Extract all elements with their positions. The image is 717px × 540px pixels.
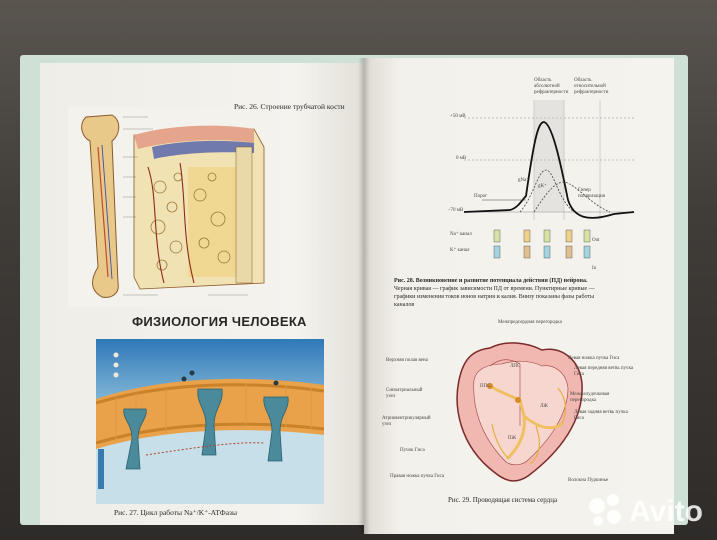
label-av-node: Атриовентрикулярный узел	[382, 416, 431, 427]
label-lzh: ЛЖ	[540, 404, 548, 409]
label-zero: 0 мВ	[456, 156, 467, 161]
label-k-channel: K⁺ канал	[450, 248, 470, 253]
label-plus50: +50 мВ	[450, 114, 466, 119]
label-minus70: –70 мВ	[448, 208, 464, 213]
fig29-caption: Рис. 29. Проводящая система сердца	[448, 496, 558, 504]
label-abs-refractory: Область абсолютной рефрактерности	[534, 78, 569, 95]
bone-structure-figure	[68, 107, 268, 307]
action-potential-graph	[464, 100, 635, 259]
heart-conduction-figure	[456, 342, 583, 482]
label-pzh: ПЖ	[508, 436, 517, 441]
avito-watermark: Avito	[589, 494, 703, 530]
book-gutter	[358, 58, 370, 534]
fig28-caption-title: Рис. 28. Возникновение и развитие потенц…	[394, 278, 588, 284]
label-in: In	[592, 266, 597, 271]
label-gk: gK⁺	[538, 184, 547, 189]
label-sa-node: Синоатриальный узел	[386, 388, 423, 399]
label-hyperpolarization: Гипер поляризация	[578, 188, 605, 199]
fig27-caption: Рис. 27. Цикл работы Na⁺/K⁺-АТФазы	[114, 508, 238, 517]
label-purkinje: Волокна Пуркинье	[568, 478, 609, 483]
atpase-figure	[96, 339, 324, 504]
section-title: ФИЗИОЛОГИЯ ЧЕЛОВЕКА	[132, 314, 307, 329]
label-interventricular-septum: Межжелудочковая перегородка	[570, 392, 610, 403]
avito-logo-icon	[589, 494, 625, 530]
label-left-leg: Левая ножка пучка Гиса	[568, 356, 620, 361]
label-threshold: Порог	[474, 194, 488, 199]
fig28-caption-line2: Черная кривая — график зависимости ПД от…	[394, 286, 595, 292]
label-na-channel: Na⁺ канал	[450, 232, 472, 237]
avito-text: Avito	[629, 495, 703, 528]
label-gna: gNa⁺	[518, 178, 529, 183]
label-svc: Верхняя полая вена	[386, 358, 428, 363]
label-left-front-branch: Левая передняя ветвь пучка Гиса	[574, 366, 634, 377]
label-rel-refractory: Область относительной рефрактерности	[574, 78, 609, 95]
fig28-caption-line3: графики изменения токов ионов натрия и к…	[394, 294, 595, 300]
label-left-back-branch: Левая задняя ветвь пучка Гиса	[574, 410, 628, 421]
label-interatrial-septum: Межпредсердная перегородка	[498, 320, 562, 325]
label-his-bundle: Пучок Гиса	[400, 448, 425, 453]
label-lps: ЛПС	[510, 364, 521, 369]
left-page: Рис. 26. Строение трубчатой кости ФИЗИОЛ…	[40, 63, 363, 525]
right-page: +50 мВ 0 мВ –70 мВ Порог Область абсолют…	[364, 58, 674, 534]
fig26-caption: Рис. 26. Строение трубчатой кости	[234, 102, 345, 111]
label-right-leg: Правая ножка пучка Гиса	[390, 474, 445, 479]
label-out: Out	[592, 238, 600, 243]
label-pps: ППС	[480, 384, 491, 389]
fig28-caption-line4: каналов	[394, 302, 415, 308]
